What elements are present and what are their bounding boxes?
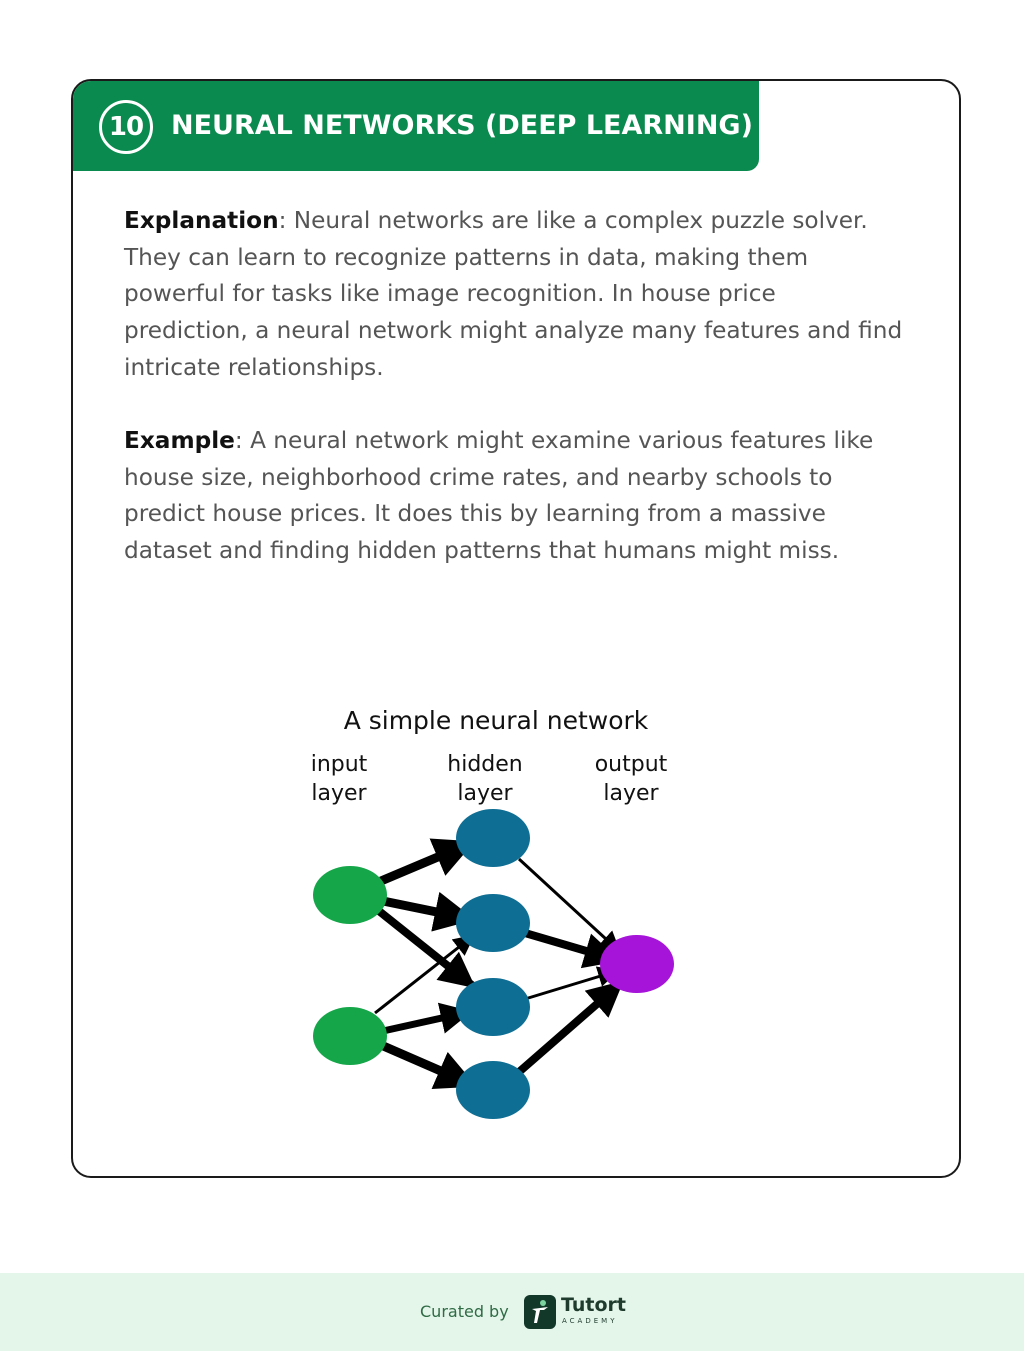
neural-network-diagram: A simple neural network input layer hidd… <box>311 706 674 1119</box>
example-paragraph: Example: A neural network might examine … <box>124 423 904 570</box>
hidden-node-4 <box>456 1061 530 1119</box>
edge-input2-hidden3 <box>382 1002 473 1035</box>
example-text: : A neural network might examine various… <box>124 427 874 565</box>
input-node-1 <box>313 866 387 924</box>
section-header: 10 NEURAL NETWORKS (DEEP LEARNING) <box>73 81 759 171</box>
brand-name: Tutort <box>561 1294 626 1316</box>
edge-hidden3-output <box>524 966 620 1001</box>
explanation-paragraph: Explanation: Neural networks are like a … <box>124 203 904 387</box>
edge-input1-hidden3 <box>376 907 476 990</box>
hidden-node-1 <box>456 809 530 867</box>
edge-input1-hidden1 <box>379 838 475 886</box>
layer-label-hidden-line1: hidden <box>447 752 522 777</box>
explanation-label: Explanation <box>124 207 279 234</box>
section-title: NEURAL NETWORKS (DEEP LEARNING) <box>171 110 753 141</box>
layer-label-hidden-line2: layer <box>457 781 513 806</box>
footer: Curated by Tutort ACADEMY <box>0 1273 1024 1351</box>
example-label: Example <box>124 427 235 454</box>
tutort-logo-icon <box>524 1295 556 1329</box>
content-card: 10 NEURAL NETWORKS (DEEP LEARNING) Expla… <box>71 79 961 1178</box>
brand-subtitle: ACADEMY <box>562 1317 618 1325</box>
diagram-title: A simple neural network <box>344 706 649 735</box>
explanation-text: : Neural networks are like a complex puz… <box>124 207 903 381</box>
layer-label-output-line2: layer <box>603 781 659 806</box>
edge-hidden4-output <box>516 979 624 1076</box>
edge-input1-hidden2 <box>382 891 475 932</box>
section-number-badge: 10 <box>99 100 153 154</box>
layer-label-input-line2: layer <box>311 781 367 806</box>
hidden-node-2 <box>456 894 530 952</box>
layer-label-output-line1: output <box>595 752 668 777</box>
output-node <box>600 935 674 993</box>
layer-label-input-line1: input <box>311 752 368 777</box>
curated-by-text: Curated by <box>420 1302 509 1321</box>
input-node-2 <box>313 1007 387 1065</box>
edge-input2-hidden4 <box>379 1040 477 1090</box>
edge-input2-hidden2 <box>374 934 475 1015</box>
hidden-node-3 <box>456 978 530 1036</box>
